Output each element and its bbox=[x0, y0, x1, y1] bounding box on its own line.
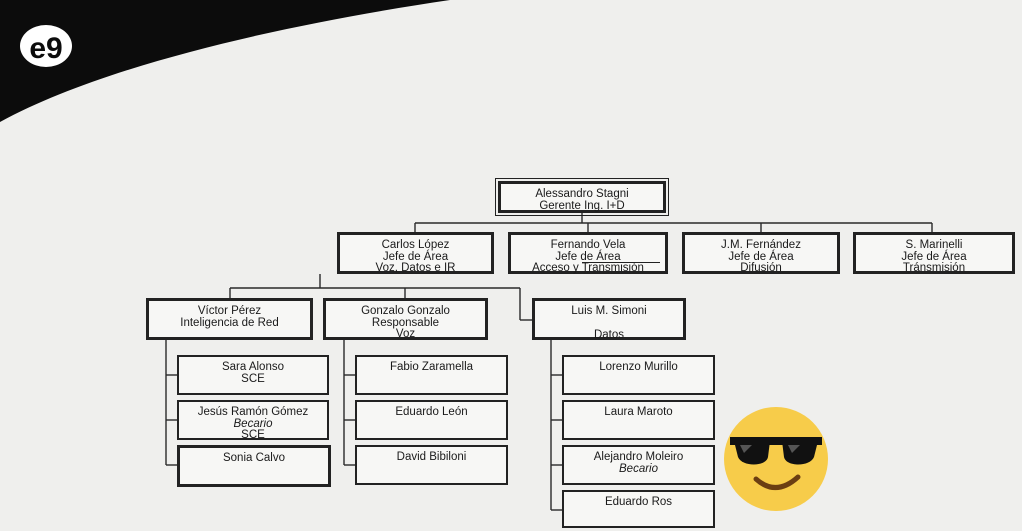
node-role: Responsable bbox=[371, 316, 440, 329]
node-member: Eduardo Ros bbox=[562, 490, 715, 528]
node-member: Jesús Ramón Gómez Becario SCE bbox=[177, 400, 329, 441]
node-area-head-2: Fernando Vela Jefe de Área Acceso y Tran… bbox=[508, 232, 668, 274]
node-lead-red: Víctor Pérez Inteligencia de Red bbox=[146, 298, 313, 340]
node-member: Alejandro Moleiro Becario bbox=[562, 445, 715, 485]
node-name: Fernando Vela bbox=[550, 239, 626, 251]
member-name: Fabio Zaramella bbox=[389, 361, 474, 373]
node-area: Voz bbox=[395, 328, 416, 340]
member-name: Jesús Ramón Gómez bbox=[197, 406, 309, 418]
node-role: Jefe de Área bbox=[382, 250, 449, 263]
node-role: Jefe de Área bbox=[901, 250, 967, 263]
member-note: Becario bbox=[233, 417, 273, 430]
member-name: David Bibiloni bbox=[396, 451, 467, 463]
node-area-head-4: S. Marinelli Jefe de Área Tránsmisión bbox=[853, 232, 1015, 274]
node-area-head-1: Carlos López Jefe de Área Voz, Datos e I… bbox=[337, 232, 494, 274]
member-name: Eduardo Ros bbox=[604, 496, 673, 508]
node-role: Inteligencia de Red bbox=[180, 316, 279, 329]
node-name: Luis M. Simoni bbox=[571, 305, 647, 317]
node-member: Laura Maroto bbox=[562, 400, 715, 440]
member-note: Becario bbox=[619, 462, 658, 475]
strikethrough-mark bbox=[582, 262, 660, 263]
sunglasses-emoji-icon bbox=[724, 407, 828, 511]
node-member: Fabio Zaramella bbox=[355, 355, 508, 395]
node-name: Alessandro Stagni bbox=[535, 188, 629, 200]
node-role: Jefe de Área bbox=[555, 250, 621, 263]
node-member: Sara Alonso SCE bbox=[177, 355, 329, 395]
node-gerente: Alessandro Stagni Gerente Ing. I+D bbox=[495, 178, 669, 216]
member-name: Sara Alonso bbox=[221, 361, 284, 373]
node-name: S. Marinelli bbox=[905, 239, 963, 251]
node-lead-datos: Luis M. Simoni Datos bbox=[532, 298, 686, 340]
node-member: Sonia Calvo bbox=[177, 445, 331, 487]
node-name: Gonzalo Gonzalo bbox=[361, 305, 450, 317]
node-area: Difusión bbox=[740, 262, 782, 274]
member-area: SCE bbox=[241, 429, 265, 441]
node-lead-voz: Gonzalo Gonzalo Responsable Voz bbox=[323, 298, 488, 340]
node-area-head-3: J.M. Fernández Jefe de Área Difusión bbox=[682, 232, 840, 274]
member-area: SCE bbox=[241, 372, 265, 385]
member-name: Alejandro Moleiro bbox=[593, 451, 684, 463]
node-area: Voz, Datos e IR bbox=[375, 262, 456, 274]
member-name: Eduardo León bbox=[395, 406, 468, 418]
header-banner bbox=[0, 0, 450, 122]
member-name: Laura Maroto bbox=[604, 406, 673, 418]
node-member: Lorenzo Murillo bbox=[562, 355, 715, 395]
node-area: Acceso y Transmisión bbox=[532, 262, 644, 274]
logo-text: e9 bbox=[29, 32, 62, 65]
node-area: Datos bbox=[593, 328, 625, 341]
node-name: Víctor Pérez bbox=[197, 305, 262, 317]
node-name: Carlos López bbox=[381, 239, 450, 251]
member-name: Sonia Calvo bbox=[222, 452, 285, 464]
member-name: Lorenzo Murillo bbox=[599, 361, 678, 373]
node-area: Tránsmisión bbox=[902, 262, 966, 274]
node-member: Eduardo León bbox=[355, 400, 508, 440]
e9-logo: e9 bbox=[20, 25, 72, 67]
node-role: Jefe de Área bbox=[728, 250, 794, 263]
node-name: J.M. Fernández bbox=[721, 239, 801, 251]
node-member: David Bibiloni bbox=[355, 445, 508, 485]
node-role: Gerente Ing. I+D bbox=[539, 199, 625, 212]
